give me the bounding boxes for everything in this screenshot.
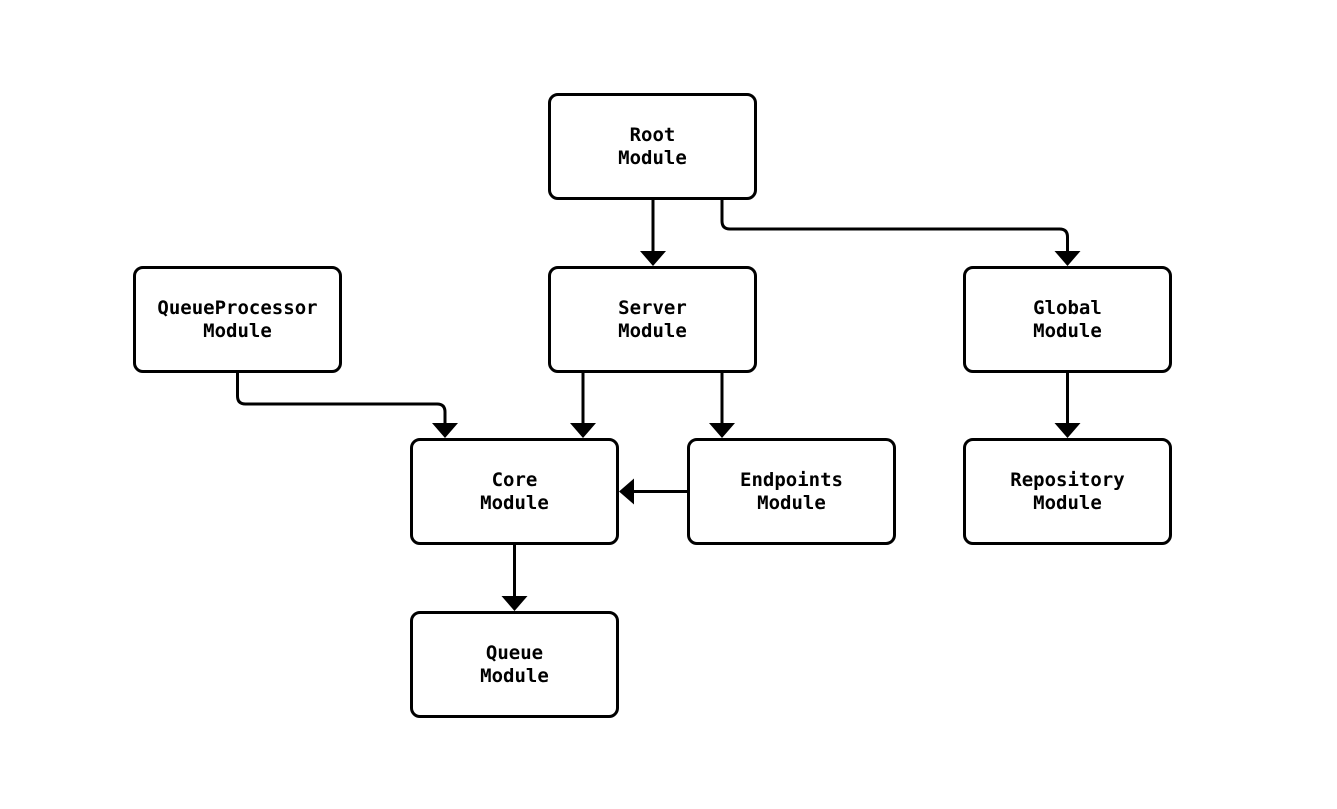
node-endpoints-module-label-line2: Module bbox=[757, 491, 826, 514]
node-queue-module: Queue Module bbox=[410, 611, 619, 718]
node-endpoints-module-label-line1: Endpoints bbox=[740, 468, 843, 491]
node-core-module: Core Module bbox=[410, 438, 619, 545]
edge-endpoints-to-core bbox=[619, 478, 687, 505]
node-queue-module-label-line2: Module bbox=[480, 664, 549, 687]
edge-server-to-core bbox=[570, 373, 596, 438]
node-repository-module-label-line1: Repository bbox=[1010, 468, 1125, 491]
edge-root-to-server bbox=[640, 198, 666, 266]
edge-root-to-server-arrowhead bbox=[640, 251, 666, 266]
edge-endpoints-to-core-arrowhead bbox=[619, 478, 634, 505]
edge-core-to-queue bbox=[501, 545, 528, 611]
edge-server-to-endpoints bbox=[709, 373, 735, 438]
node-global-module-label-line1: Global bbox=[1033, 296, 1102, 319]
node-server-module-label-line1: Server bbox=[618, 296, 687, 319]
node-queueprocessor-module-label-line1: QueueProcessor bbox=[157, 296, 318, 319]
node-global-module-label-line2: Module bbox=[1033, 319, 1102, 342]
node-server-module: Server Module bbox=[548, 266, 757, 373]
node-root-module-label-line2: Module bbox=[618, 146, 687, 169]
node-repository-module-label-line2: Module bbox=[1033, 491, 1102, 514]
edge-root-to-global-line bbox=[720, 198, 1069, 251]
node-root-module: Root Module bbox=[548, 93, 757, 200]
edge-core-to-queue-arrowhead bbox=[501, 596, 528, 611]
edge-queueprocessor-to-core-line bbox=[236, 373, 447, 423]
node-repository-module: Repository Module bbox=[963, 438, 1172, 545]
edge-queueprocessor-to-core bbox=[236, 373, 458, 438]
node-core-module-label-line2: Module bbox=[480, 491, 549, 514]
node-core-module-label-line1: Core bbox=[491, 468, 538, 491]
edge-global-to-repository-arrowhead bbox=[1054, 423, 1081, 438]
node-root-module-label-line1: Root bbox=[629, 123, 676, 146]
node-server-module-label-line2: Module bbox=[618, 319, 687, 342]
edge-global-to-repository bbox=[1054, 373, 1081, 438]
node-queue-module-label-line1: Queue bbox=[485, 641, 544, 664]
node-global-module: Global Module bbox=[963, 266, 1172, 373]
edge-server-to-endpoints-arrowhead bbox=[709, 423, 735, 438]
edge-root-to-global bbox=[720, 198, 1081, 266]
node-queueprocessor-module-label-line2: Module bbox=[203, 319, 272, 342]
node-endpoints-module: Endpoints Module bbox=[687, 438, 896, 545]
node-queueprocessor-module: QueueProcessor Module bbox=[133, 266, 342, 373]
edge-server-to-core-arrowhead bbox=[570, 423, 596, 438]
edge-queueprocessor-to-core-arrowhead bbox=[432, 423, 458, 438]
edge-root-to-global-arrowhead bbox=[1054, 251, 1081, 266]
